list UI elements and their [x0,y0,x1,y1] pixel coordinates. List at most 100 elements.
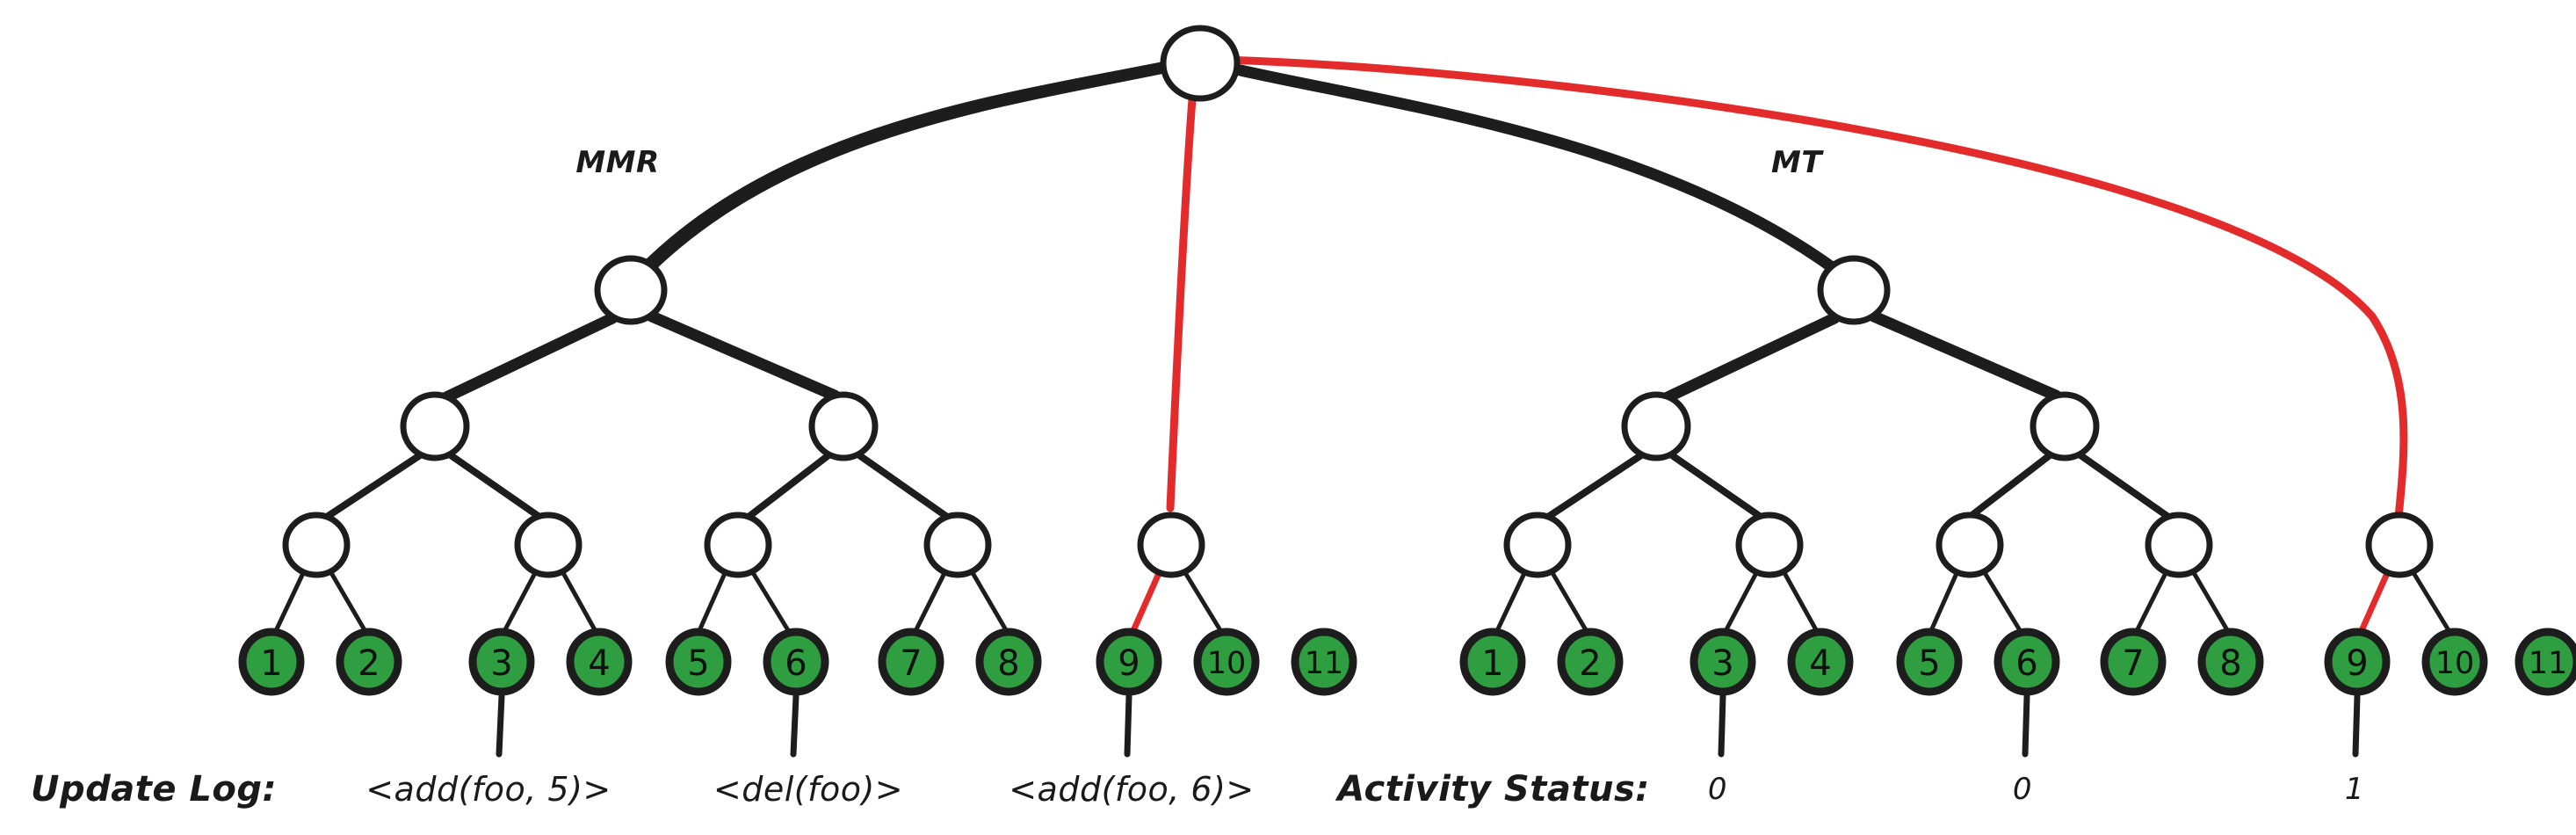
leaf-mt-8-label: 8 [2219,643,2241,684]
leaf-mt-5[interactable] [1896,628,1963,696]
leaf-mmr-9[interactable] [1096,628,1162,696]
edge-mmr-l4a-leaf2 [328,569,370,637]
mt-leaf-group-9: 9 [2324,628,2391,696]
tick-update-log-3 [496,693,505,758]
node-mt-l4-c [1936,512,2004,578]
edge-mt-l4a-leaf1 [1493,569,1528,637]
edge-mmr-l4e-leaf10 [1182,569,1226,637]
leaf-mmr-8[interactable] [975,628,1042,696]
leaf-mmr-5-label: 5 [687,643,709,684]
mt-leaf-group-4: 4 [1787,628,1854,696]
tick-update-log-6 [790,693,800,758]
leaf-mt-3-label: 3 [1711,643,1733,684]
leaf-mmr-1-label: 1 [260,643,282,684]
leaf-mt-9-label: 9 [2346,643,2368,684]
node-mmr-l4-d [923,512,992,578]
leaf-mt-7[interactable] [2100,628,2167,696]
tree-label-mt: MT [1771,145,1824,180]
mmr-leaf-group-10: 10 [1193,628,1260,696]
leaf-mmr-6[interactable] [763,628,829,696]
edge-mmr-l4c-leaf6 [749,569,793,637]
leaf-mmr-7[interactable] [878,628,944,696]
edge-mmr-l3left-to-l4a [323,452,423,520]
update-log-entry-3: <add(foo, 6)> [1009,770,1255,809]
mt-leaf-group-6: 6 [1994,628,2060,696]
edge-mmr-l4a-leaf1 [271,569,307,637]
leaf-mt-9[interactable] [2324,628,2391,696]
leaf-mt-11-label: 11 [2529,646,2568,681]
update-log-title: Update Log: [31,769,277,810]
leaf-mt-4[interactable] [1787,628,1854,696]
leaf-mt-3[interactable] [1690,628,1756,696]
leaf-mmr-10-label: 10 [1207,646,1247,681]
mt-leaf-group-11: 11 [2514,628,2576,696]
leaf-mt-10[interactable] [2421,628,2488,696]
activity-status-title: Activity Status: [1335,769,1650,810]
edge-mmr-l3right-to-l4c [745,452,832,520]
leaf-mt-4-label: 4 [1809,643,1831,684]
edge-root-red-to-mmr-leaf9 [1166,84,1198,512]
leaf-mmr-4[interactable] [566,628,633,696]
update-log-entry-1: <add(foo, 5)> [365,770,611,809]
activity-status-value-1: 0 [1708,772,1727,807]
edge-mmr-l3right-to-l4d [856,452,951,520]
leaf-mt-7-label: 7 [2122,643,2144,684]
edge-mt-l4c-leaf6 [1981,569,2025,637]
mmr-leaf-group-2: 2 [336,628,402,696]
node-mt-l4-e [2365,512,2434,578]
activity-status-value-3: 1 [2345,772,2364,807]
mmr-leaf-group-9: 9 [1096,628,1162,696]
leaf-mmr-2[interactable] [336,628,402,696]
leaf-mt-11[interactable] [2514,628,2576,696]
mmr-leaf-group-8: 8 [975,628,1042,696]
edge-mmr-l4d-leaf7 [911,569,948,637]
edge-mmr-l3left-to-l4b [447,452,543,520]
tick-activity-status-9 [2352,693,2361,758]
edge-mmr-l4d-leaf8 [969,569,1011,637]
leaf-mt-10-label: 10 [2435,646,2475,681]
edge-mt-l4d-leaf7 [2132,569,2169,637]
node-mt-l3-right [2030,391,2100,461]
leaf-mmr-11[interactable] [1291,628,1357,696]
node-mt-l4-d [2145,512,2213,578]
edge-mt-l3right-to-l4c [1966,452,2053,520]
edge-root-to-mt [1234,64,1855,286]
leaf-mt-6-label: 6 [2015,643,2037,684]
mt-leaf-group-7: 7 [2100,628,2167,696]
edge-mmr-l2-to-l3right [646,310,841,402]
leaf-mt-2-label: 2 [1579,643,1601,684]
edge-mt-l2-to-l3right [1868,310,2062,402]
leaf-mmr-3-label: 3 [490,643,512,684]
mmr-leaf-group-6: 6 [763,628,829,696]
mmr-leaf-group-7: 7 [878,628,944,696]
leaf-mmr-10[interactable] [1193,628,1260,696]
node-mt-l4-b [1735,512,1804,578]
leaf-mt-1[interactable] [1459,628,1526,696]
node-mt-l2 [1817,255,1891,325]
node-mmr-l2 [594,255,668,325]
leaf-mt-8[interactable] [2197,628,2264,696]
activity-status-value-2: 0 [2013,772,2032,807]
edge-mt-l3right-to-l4d [2077,452,2172,520]
node-root [1160,25,1241,102]
node-mt-l3-left [1621,391,1691,461]
leaf-mt-2[interactable] [1557,628,1624,696]
tick-activity-status-3 [1718,693,1726,758]
edge-mt-l4a-leaf2 [1549,569,1591,637]
edge-root-to-mmr [625,60,1176,289]
tick-activity-status-6 [2022,693,2030,758]
edge-root-red-to-mt-leaf9 [1221,55,2408,521]
leaf-mt-5-label: 5 [1918,643,1940,684]
leaf-mmr-5[interactable] [665,628,732,696]
leaf-mmr-3[interactable] [468,628,535,696]
mmr-leaf-group-4: 4 [566,628,633,696]
leaf-mmr-1[interactable] [238,628,305,696]
leaf-mt-6[interactable] [1994,628,2060,696]
edge-mmr-l4b-leaf4 [560,569,600,637]
tick-update-log-9 [1124,693,1132,758]
node-mmr-l4-b [514,512,582,578]
edge-mt-l4e-leaf10 [2410,569,2454,637]
edge-mt-l4d-leaf8 [2190,569,2232,637]
